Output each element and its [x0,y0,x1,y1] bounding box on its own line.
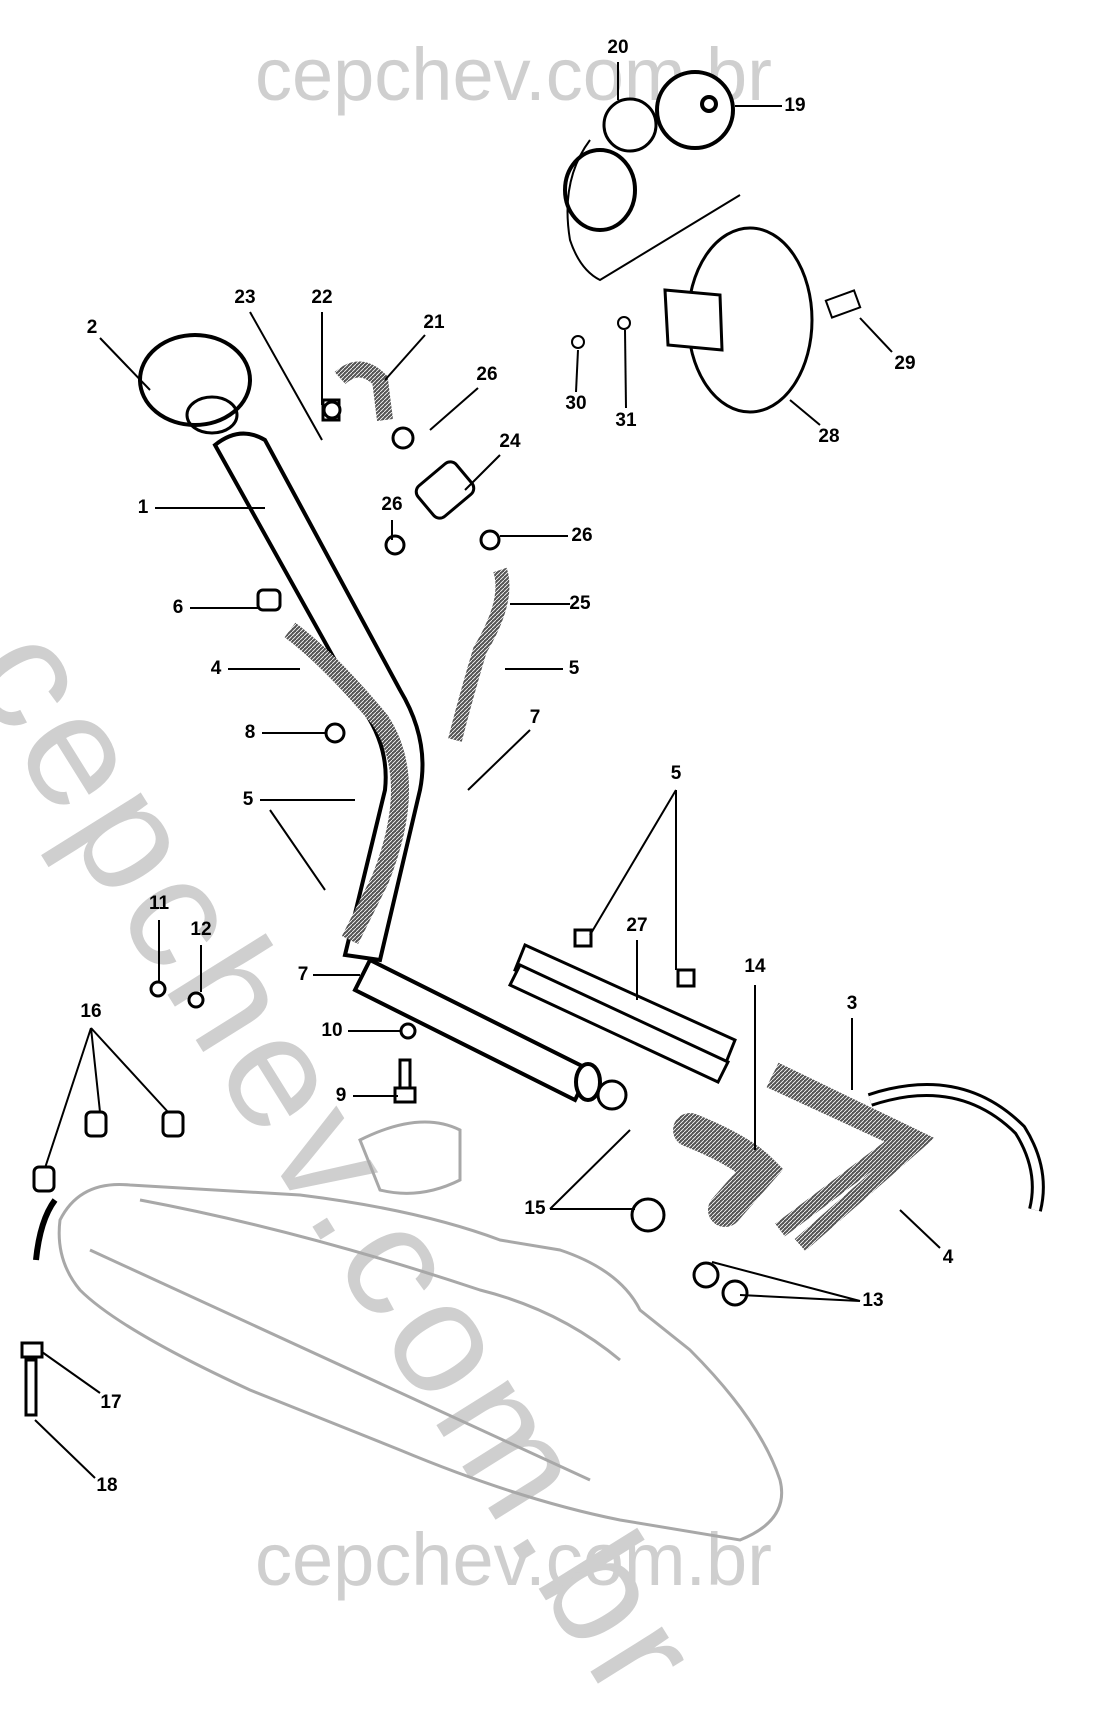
callout-c6: 6 [172,597,184,618]
callout-c26b: 26 [381,494,403,515]
filler-opening [563,148,637,232]
grommet-2-inner [185,395,239,435]
washer-31 [617,316,631,330]
callout-c27: 27 [626,915,648,936]
filler-housing [566,139,741,282]
callout-c4a: 4 [210,658,222,679]
callout-c31: 31 [615,410,637,431]
callout-c15: 15 [524,1198,546,1219]
callout-c3: 3 [846,993,858,1014]
parts-illustration [20,62,1045,1542]
watermark-bottom: cepchev.com.br [255,1518,772,1601]
callout-c17: 17 [100,1392,122,1413]
screw-30 [571,335,585,349]
callout-c13: 13 [862,1290,884,1311]
callout-c25: 25 [569,593,591,614]
fuel-filter-24 [414,460,476,520]
seal-20 [602,97,658,153]
callout-c29: 29 [894,353,916,374]
callout-c18: 18 [96,1475,118,1496]
callout-c5b: 5 [242,789,254,810]
callout-c5c: 5 [670,763,682,784]
door-hinge [663,288,724,352]
bump-stop-29 [824,289,862,319]
hose-3 [766,1072,916,1237]
fuel-cap-19 [655,70,735,150]
callout-c4b: 4 [942,1247,954,1268]
grommet-2 [138,333,252,427]
filler-neck [212,431,602,1103]
callout-c26c: 26 [571,525,593,546]
callout-c14: 14 [744,956,766,977]
callout-c26a: 26 [476,364,498,385]
hose-4 [284,622,409,945]
callout-c24: 24 [499,431,521,452]
pipe-assembly-27 [507,942,737,1084]
small-parts [20,398,749,1417]
callout-c30: 30 [565,393,587,414]
callout-c1: 1 [137,497,149,518]
leader-lines [34,62,941,1479]
callout-c20: 20 [607,37,629,58]
callout-c21: 21 [423,312,445,333]
fuel-tank [57,1120,784,1542]
callout-c22: 22 [311,287,333,308]
hose-4-right [771,1062,935,1252]
callout-c7b: 7 [297,964,309,985]
callout-c12: 12 [190,919,212,940]
hose-25 [448,567,510,742]
callout-c8: 8 [244,722,256,743]
callout-c5a: 5 [568,658,580,679]
callout-c11: 11 [148,893,170,914]
callout-c23: 23 [234,287,256,308]
callout-c9: 9 [335,1085,347,1106]
callout-c16: 16 [80,1001,102,1022]
callout-c7a: 7 [529,707,541,728]
callout-c10: 10 [321,1020,343,1041]
callout-c2: 2 [86,317,98,338]
hose-14 [673,1113,784,1227]
callout-c28: 28 [818,426,840,447]
callout-c19: 19 [784,95,806,116]
hose-21 [334,361,393,421]
